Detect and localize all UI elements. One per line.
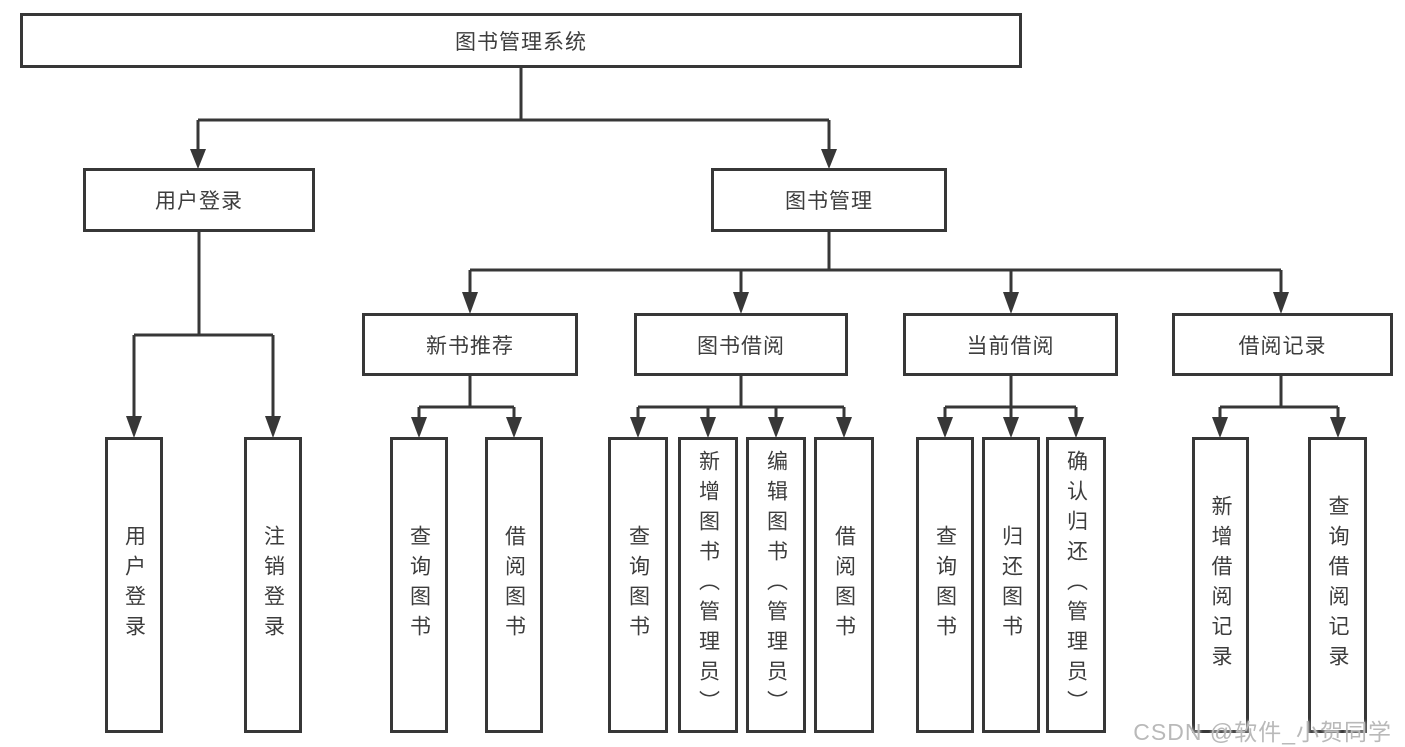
arrowhead xyxy=(733,292,749,314)
arrowhead xyxy=(768,417,784,438)
leaf-query-book-1: 查询图书 xyxy=(390,437,448,733)
leaf-query-book-2: 查询图书 xyxy=(608,437,668,733)
arrowhead xyxy=(1212,417,1228,438)
connector-book-borrow-children xyxy=(630,376,852,438)
leaf-query-borrow-record: 查询借阅记录 xyxy=(1308,437,1367,733)
leaf-label: 查询图书 xyxy=(933,525,957,645)
leaf-label: 借阅图书 xyxy=(832,525,856,645)
leaf-label: 新增借阅记录 xyxy=(1209,495,1232,675)
arrowhead xyxy=(190,149,206,169)
arrowhead xyxy=(1068,417,1084,438)
node-label: 新书推荐 xyxy=(426,334,514,358)
leaf-user-login: 用户登录 xyxy=(105,437,163,733)
node-new-book-recommend: 新书推荐 xyxy=(362,313,578,376)
arrowhead xyxy=(630,417,646,438)
arrowhead xyxy=(836,417,852,438)
leaf-label: 借阅图书 xyxy=(502,525,526,645)
leaf-label: 查询图书 xyxy=(407,525,431,645)
node-label: 借阅记录 xyxy=(1238,334,1327,358)
arrowhead xyxy=(126,416,142,438)
connector-borrow-record-children xyxy=(1212,376,1346,438)
node-borrow-record: 借阅记录 xyxy=(1172,313,1393,376)
connector-user-login-children xyxy=(126,232,281,438)
leaf-label: 注销登录 xyxy=(261,525,285,645)
leaf-borrow-book-1: 借阅图书 xyxy=(485,437,543,733)
node-label: 图书管理系统 xyxy=(455,30,587,54)
arrowhead xyxy=(411,417,427,438)
arrowhead xyxy=(462,292,478,314)
leaf-logout: 注销登录 xyxy=(244,437,302,733)
arrowhead xyxy=(1003,417,1019,438)
arrowhead xyxy=(937,417,953,438)
leaf-label: 确认归还（管理员） xyxy=(1064,450,1088,720)
node-user-login: 用户登录 xyxy=(83,168,315,232)
leaf-borrow-book-2: 借阅图书 xyxy=(814,437,874,733)
leaf-label: 编辑图书（管理员） xyxy=(764,450,788,720)
leaf-confirm-return-admin: 确认归还（管理员） xyxy=(1046,437,1106,733)
node-root-system: 图书管理系统 xyxy=(20,13,1022,68)
connector-root-to-level2 xyxy=(190,68,837,169)
node-book-management: 图书管理 xyxy=(711,168,947,232)
leaf-label: 新增图书（管理员） xyxy=(696,450,720,720)
leaf-edit-book-admin: 编辑图书（管理员） xyxy=(746,437,806,733)
leaf-label: 查询借阅记录 xyxy=(1326,495,1349,675)
leaf-label: 归还图书 xyxy=(999,525,1023,645)
arrowhead xyxy=(1330,417,1346,438)
leaf-label: 查询图书 xyxy=(626,525,650,645)
csdn-watermark: CSDN @软件_小贺同学 xyxy=(1133,719,1392,745)
leaf-add-book-admin: 新增图书（管理员） xyxy=(678,437,738,733)
connector-new-book-children xyxy=(411,376,522,438)
leaf-add-borrow-record: 新增借阅记录 xyxy=(1192,437,1249,733)
leaf-return-book: 归还图书 xyxy=(982,437,1040,733)
arrowhead xyxy=(821,149,837,169)
arrowhead xyxy=(265,416,281,438)
node-label: 图书管理 xyxy=(785,190,873,213)
arrowhead xyxy=(1003,292,1019,314)
connector-book-mgmt-children xyxy=(462,232,1289,314)
node-label: 图书借阅 xyxy=(697,334,785,358)
leaf-query-book-3: 查询图书 xyxy=(916,437,974,733)
node-book-borrow: 图书借阅 xyxy=(634,313,848,376)
node-label: 用户登录 xyxy=(155,190,243,213)
node-current-borrow: 当前借阅 xyxy=(903,313,1118,376)
arrowhead xyxy=(700,417,716,438)
arrowhead xyxy=(1273,292,1289,314)
leaf-label: 用户登录 xyxy=(122,525,146,645)
node-label: 当前借阅 xyxy=(966,334,1055,358)
connector-current-borrow-children xyxy=(937,376,1084,438)
arrowhead xyxy=(506,417,522,438)
